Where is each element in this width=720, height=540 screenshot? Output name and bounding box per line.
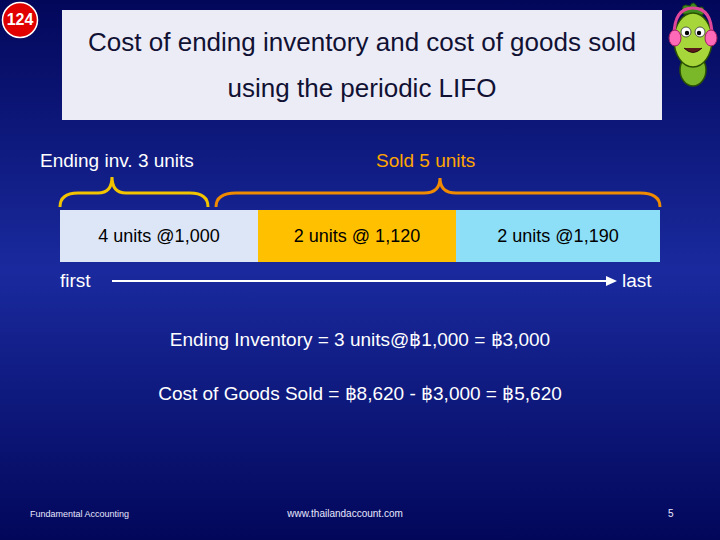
footer-url: www.thailandaccount.com [245, 508, 445, 519]
time-arrow-line [112, 280, 606, 282]
mascot [669, 3, 717, 86]
sold-brace [216, 178, 660, 207]
ending-inventory-label: Ending inv. 3 units [40, 150, 194, 172]
sold-label: Sold 5 units [376, 150, 475, 172]
inventory-layer-box: 4 units @1,000 [60, 210, 258, 262]
slide-number-badge: 124 [1, 1, 39, 39]
node-text: 4 units @1,000 [98, 226, 219, 247]
node-text: 2 units @1,190 [497, 226, 618, 247]
node-text: 2 units @ 1,120 [294, 226, 420, 247]
equation-text: Cost of Goods Sold = ฿8,620 - ฿3,000 = ฿… [10, 382, 710, 405]
title-box: Cost of ending inventory and cost of goo… [62, 10, 662, 120]
inventory-layer-box: 2 units @1,190 [456, 210, 660, 262]
equation-text: Ending Inventory = 3 units@฿1,000 = ฿3,0… [10, 328, 710, 351]
last-label: last [622, 270, 652, 292]
time-arrow-head [606, 276, 617, 286]
node-text: 124 [7, 11, 34, 29]
badge-circle-shape [3, 3, 38, 38]
slide-title: Cost of ending inventory and cost of goo… [86, 19, 638, 111]
page-number: 5 [668, 508, 674, 519]
first-label: first [60, 270, 91, 292]
ending-brace [60, 177, 208, 207]
footer-text: Fundamental Accounting [30, 509, 129, 519]
inventory-layer-box: 2 units @ 1,120 [258, 210, 456, 262]
